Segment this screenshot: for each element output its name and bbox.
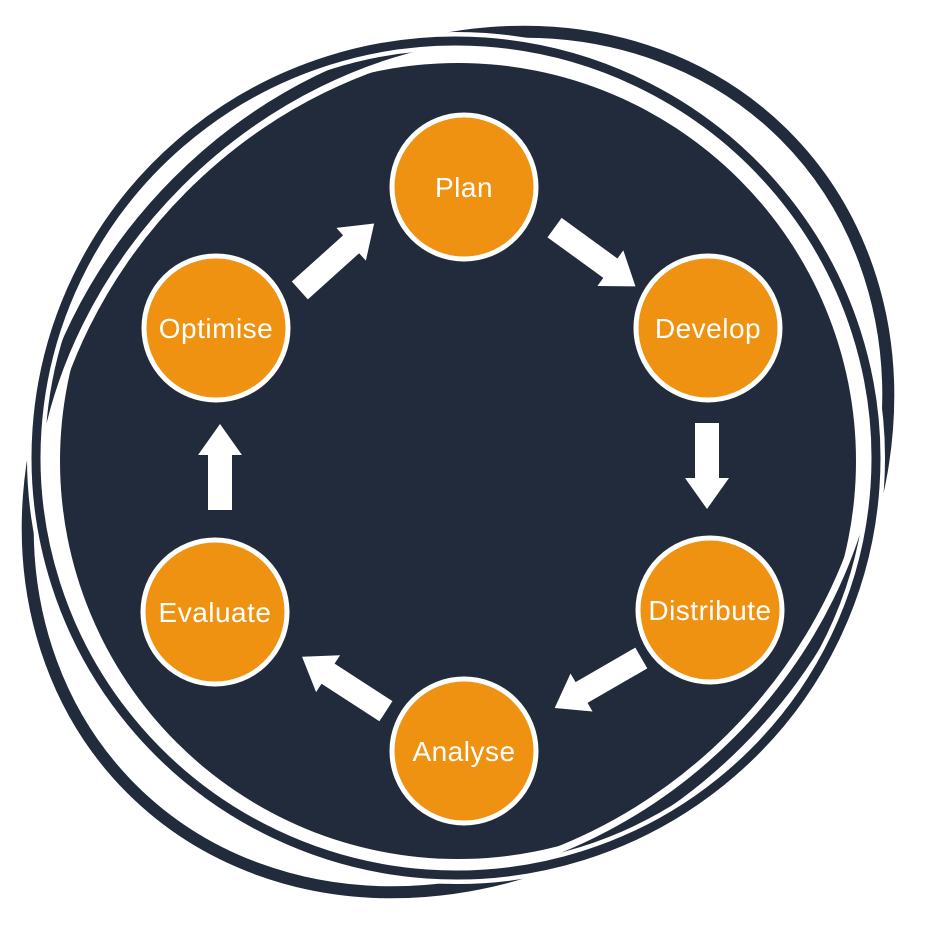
arrow-develop-to-distribute: [685, 423, 729, 509]
node-circle-develop: [633, 253, 783, 403]
node-circle-distribute: [635, 535, 785, 685]
node-label-evaluate: Evaluate: [159, 597, 272, 628]
node-label-plan: Plan: [435, 172, 493, 203]
node-circle-analyse: [389, 676, 539, 826]
arrow-optimise-to-plan: [291, 223, 375, 300]
node-label-develop: Develop: [655, 313, 761, 344]
node-label-optimise: Optimise: [159, 313, 273, 344]
node-label-analyse: Analyse: [412, 736, 515, 767]
node-label-distribute: Distribute: [648, 595, 771, 626]
sketch-ring-inner: [31, 36, 881, 880]
arrow-evaluate-to-optimise: [198, 424, 242, 510]
arrow-distribute-to-analyse: [554, 647, 648, 712]
arrow-plan-to-develop: [547, 217, 636, 287]
node-circle-plan: [389, 112, 539, 262]
node-circle-evaluate: [140, 537, 290, 687]
arrow-analyse-to-evaluate: [302, 655, 393, 722]
node-circle-optimise: [141, 253, 291, 403]
